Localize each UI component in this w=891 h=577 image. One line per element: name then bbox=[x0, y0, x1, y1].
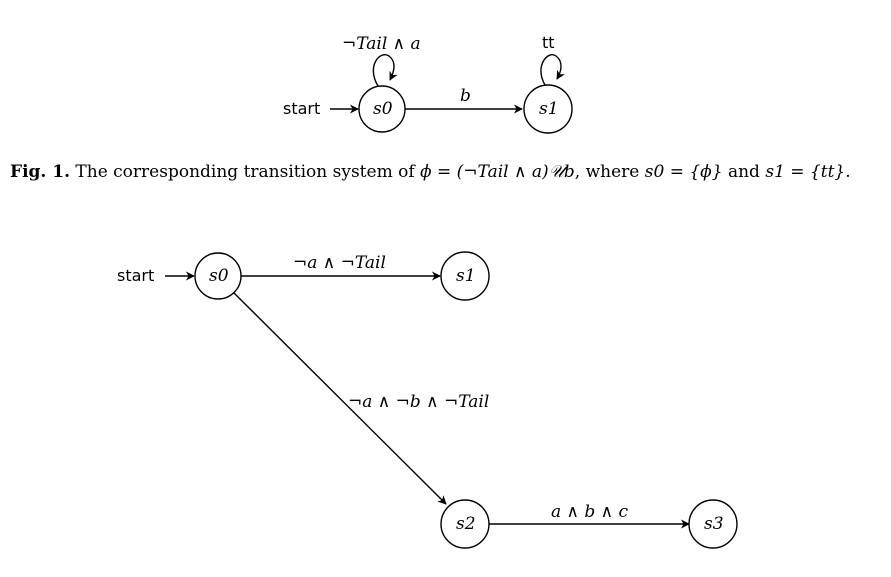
fig2-state-s3 bbox=[688, 499, 738, 549]
caption-s1-definition: s1 = {tt} bbox=[765, 162, 846, 182]
fig2-state-s1 bbox=[440, 251, 490, 301]
fig2-edge-s0-s2 bbox=[233, 292, 447, 505]
figure-2: start s0 ¬a ∧ ¬Tail s1 ¬a ∧ ¬b ∧ ¬Tail s… bbox=[117, 251, 738, 549]
fig1-self-loop-s1 bbox=[540, 54, 565, 86]
fig2-edge-s0-s2-label: ¬a ∧ ¬b ∧ ¬Tail bbox=[348, 392, 489, 412]
fig1-self-loop-s0-label: ¬Tail ∧ a bbox=[342, 34, 421, 54]
fig1-self-loop-s1-label: tt bbox=[542, 33, 555, 52]
fig2-state-s3-label: s3 bbox=[704, 514, 724, 534]
caption-text-and: and bbox=[722, 162, 766, 182]
fig2-edge-s2-s3-label: a ∧ b ∧ c bbox=[551, 502, 629, 522]
caption-text-middle: , where bbox=[574, 162, 645, 182]
caption-s0-definition: s0 = {ϕ} bbox=[644, 162, 723, 182]
fig1-state-s0-label: s0 bbox=[373, 99, 393, 119]
fig1-start-label: start bbox=[283, 99, 320, 118]
fig2-start-label: start bbox=[117, 266, 154, 285]
fig2-state-s1-label: s1 bbox=[456, 266, 476, 286]
figure-1: start s0 ¬Tail ∧ a b s1 tt bbox=[283, 33, 573, 134]
caption-formula: ϕ = (¬Tail ∧ a)𝒰b bbox=[420, 162, 575, 182]
caption-lead: Fig. 1. bbox=[10, 162, 70, 182]
fig1-state-s1 bbox=[523, 84, 573, 134]
figure-1-caption: Fig. 1. The corresponding transition sys… bbox=[10, 162, 885, 182]
caption-text-before: The corresponding transition system of bbox=[70, 162, 421, 182]
fig2-state-s2-label: s2 bbox=[456, 514, 476, 534]
fig2-edge-s0-s1-label: ¬a ∧ ¬Tail bbox=[293, 253, 386, 273]
fig1-state-s1-label: s1 bbox=[539, 99, 559, 119]
caption-text-end: . bbox=[845, 162, 851, 182]
fig1-self-loop-s0 bbox=[372, 54, 398, 87]
fig2-state-s0-label: s0 bbox=[209, 266, 229, 286]
fig1-edge-s0-s1-label: b bbox=[460, 86, 471, 106]
